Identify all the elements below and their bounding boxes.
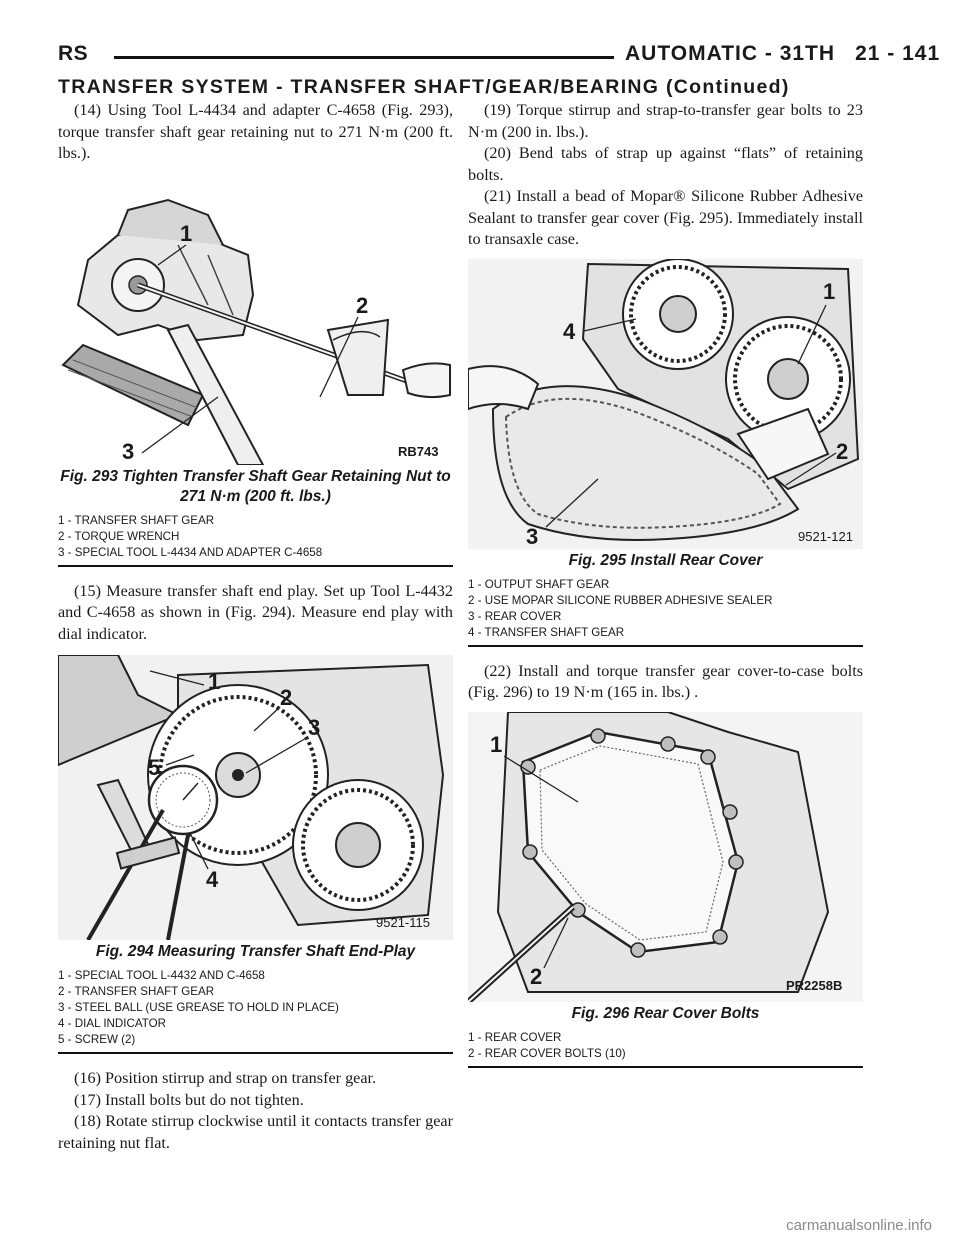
fig-293-legend-item: 1 - TRANSFER SHAFT GEAR bbox=[58, 513, 215, 527]
fig-294-legend-item: 2 - TRANSFER SHAFT GEAR bbox=[58, 985, 215, 998]
fig-296-legend-item: 1 - REAR COVER bbox=[468, 1030, 562, 1044]
fig-296-caption: Fig. 296 Rear Cover Bolts bbox=[571, 1004, 760, 1022]
step-20: (20) Bend tabs of strap up against “flat… bbox=[468, 144, 863, 184]
fig-294-illustration: 1 2 3 4 5 9521-115 bbox=[58, 655, 453, 940]
fig-294-callout-2: 2 bbox=[280, 685, 292, 710]
fig-293-callout-2: 2 bbox=[356, 293, 368, 318]
fig-293-rule bbox=[58, 564, 453, 567]
fig-294-legend-item: 3 - STEEL BALL (USE GREASE TO HOLD IN PL… bbox=[58, 1001, 339, 1014]
fig-294-legend-item: 5 - SCREW (2) bbox=[58, 1033, 136, 1046]
step-22: (22) Install and torque transfer gear co… bbox=[468, 661, 863, 702]
step-19: (19) Torque stirrup and strap-to-transfe… bbox=[468, 101, 863, 141]
fig-296-legend-item: 2 - REAR COVER BOLTS (10) bbox=[468, 1046, 626, 1060]
fig-293-callout-3: 3 bbox=[122, 439, 134, 464]
fig-293-legend-item: 2 - TORQUE WRENCH bbox=[58, 529, 180, 543]
header-section-code: RS bbox=[58, 42, 89, 65]
fig-295-legend-item: 2 - USE MOPAR SILICONE RUBBER ADHESIVE S… bbox=[468, 593, 773, 607]
fig-294-caption: Fig. 294 Measuring Transfer Shaft End-Pl… bbox=[95, 943, 416, 960]
fig-296-callout-1: 1 bbox=[490, 732, 502, 757]
header-chapter-title: AUTOMATIC - 31TH bbox=[625, 42, 836, 65]
fig-295-callout-4: 4 bbox=[563, 319, 576, 344]
step-18: (18) Rotate stirrup clockwise until it c… bbox=[58, 1112, 453, 1152]
figure-293: 1 2 3 RB743 Fig. 293 Tighten Transfer Sh… bbox=[58, 165, 453, 567]
header-title: AUTOMATIC - 31TH 21 - 141 bbox=[625, 42, 940, 66]
fig-295-callout-2: 2 bbox=[836, 439, 848, 464]
header-rule bbox=[114, 56, 614, 59]
fig-295-art-code: 9521-121 bbox=[798, 529, 853, 544]
step-16: (16) Position stirrup and strap on trans… bbox=[74, 1069, 377, 1087]
fig-293-callout-1: 1 bbox=[180, 221, 192, 246]
fig-295-callout-3: 3 bbox=[526, 524, 538, 549]
fig-296-art-code: PR2258B bbox=[786, 978, 842, 993]
fig-295-legend-item: 3 - REAR COVER bbox=[468, 609, 562, 623]
figure-296: 1 2 PR2258B Fig. 296 Rear Cover Bolts 1 … bbox=[468, 711, 863, 1068]
fig-294-callout-4: 4 bbox=[206, 867, 219, 892]
fig-294-legend-item: 1 - SPECIAL TOOL L-4432 AND C-4658 bbox=[58, 969, 265, 982]
right-column: (19) Torque stirrup and strap-to-transfe… bbox=[468, 100, 863, 1068]
fig-294-callout-5: 5 bbox=[148, 755, 160, 780]
fig-294-callout-3: 3 bbox=[308, 715, 320, 740]
fig-293-caption: Fig. 293 Tighten Transfer Shaft Gear Ret… bbox=[60, 467, 451, 505]
fig-295-callout-1: 1 bbox=[823, 279, 835, 304]
page-number: 21 - 141 bbox=[855, 42, 941, 65]
figure-294: 1 2 3 4 5 9521-115 Fig. 294 Measuring Tr… bbox=[58, 655, 453, 1054]
step-21: (21) Install a bead of Mopar® Silicone R… bbox=[468, 187, 863, 248]
section-title: TRANSFER SYSTEM - TRANSFER SHAFT/GEAR/BE… bbox=[58, 76, 790, 98]
step-15: (15) Measure transfer shaft end play. Se… bbox=[58, 581, 453, 643]
fig-293-art-code: RB743 bbox=[398, 444, 438, 459]
fig-296-illustration: 1 2 PR2258B bbox=[468, 711, 863, 1002]
step-17: (17) Install bolts but do not tighten. bbox=[74, 1090, 304, 1109]
fig-295-legend-item: 1 - OUTPUT SHAFT GEAR bbox=[468, 577, 610, 591]
watermark-link[interactable]: carmanualsonline.info bbox=[786, 1217, 932, 1234]
fig-294-legend-item: 4 - DIAL INDICATOR bbox=[58, 1017, 167, 1030]
step-14: (14) Using Tool L-4434 and adapter C-465… bbox=[58, 101, 453, 162]
left-column: (14) Using Tool L-4434 and adapter C-465… bbox=[58, 100, 453, 1154]
fig-296-rule bbox=[468, 1065, 863, 1068]
fig-295-caption: Fig. 295 Install Rear Cover bbox=[568, 551, 763, 569]
fig-296-callout-2: 2 bbox=[530, 964, 542, 989]
fig-295-rule bbox=[468, 644, 863, 647]
fig-294-rule bbox=[58, 1052, 453, 1054]
fig-294-callout-1: 1 bbox=[208, 669, 220, 694]
fig-295-illustration: 1 2 3 4 9521-121 bbox=[468, 258, 863, 549]
fig-293-illustration: 1 2 3 RB743 bbox=[61, 198, 451, 465]
fig-293-legend-item: 3 - SPECIAL TOOL L-4434 AND ADAPTER C-46… bbox=[58, 545, 323, 559]
fig-294-art-code: 9521-115 bbox=[376, 915, 430, 930]
fig-295-legend-item: 4 - TRANSFER SHAFT GEAR bbox=[468, 625, 625, 639]
figure-295: 1 2 3 4 9521-121 Fig. 295 Install Rear C… bbox=[468, 258, 863, 647]
